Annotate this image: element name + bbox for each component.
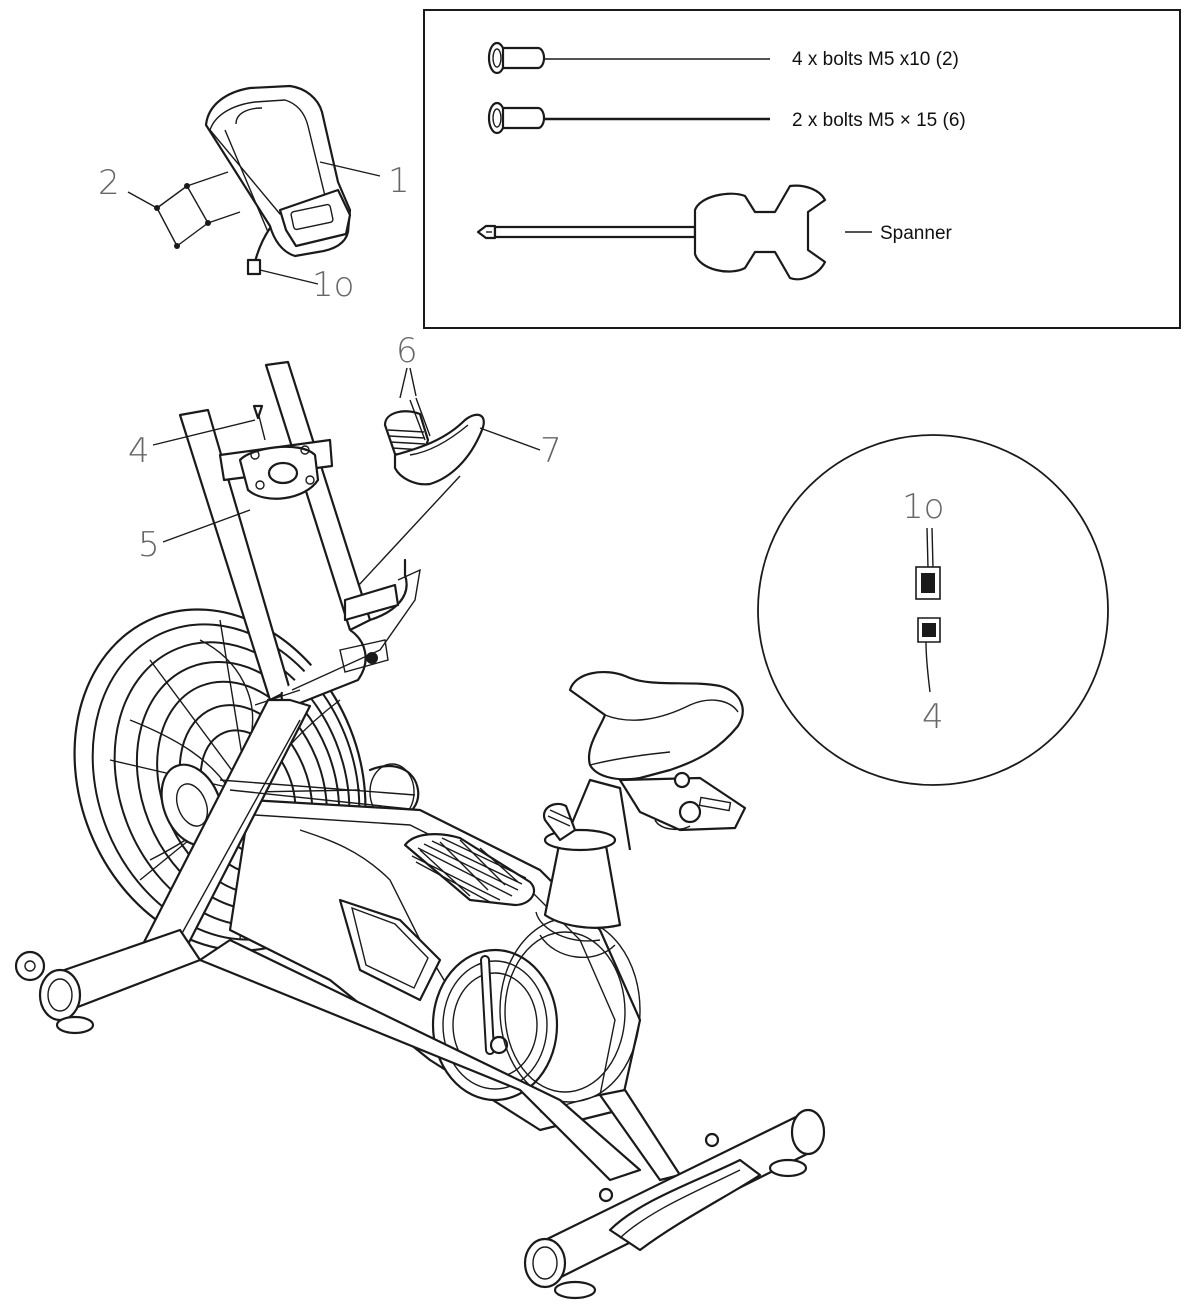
callout-7: 7 <box>540 431 562 471</box>
console-part <box>204 84 352 285</box>
rear-stabilizer <box>523 1108 826 1300</box>
spanner-label: Spanner <box>880 223 953 244</box>
front-stabilizer <box>14 928 202 1035</box>
bottle-holder-part <box>344 397 541 601</box>
callout-1: 1 <box>388 161 410 201</box>
callout-5: 5 <box>138 525 160 565</box>
callout-2: 2 <box>98 163 120 203</box>
detail-callout-10: 1o <box>902 487 944 527</box>
detail-callout-4: 4 <box>922 697 944 737</box>
connector-detail-view <box>757 434 1109 786</box>
hardware-box: 4 x bolts M5 x10 (2) 2 x bolts M5 × 15 (… <box>423 9 1181 329</box>
callout-4: 4 <box>128 431 150 471</box>
callout-6: 6 <box>396 331 418 371</box>
bolt-m5x15-icon <box>487 101 770 135</box>
air-bike-drawing <box>14 360 826 1300</box>
bolt-m5x15-label: 2 x bolts M5 × 15 (6) <box>792 110 966 131</box>
seat <box>568 670 744 781</box>
spanner-icon <box>476 184 872 281</box>
console-bolts <box>127 161 381 249</box>
top-grille <box>403 833 536 907</box>
bolt-m5x10-icon <box>487 41 770 75</box>
callout-10: 1o <box>312 265 354 305</box>
handlebars <box>178 360 421 707</box>
bolt-m5x10-label: 4 x bolts M5 x10 (2) <box>792 49 959 70</box>
